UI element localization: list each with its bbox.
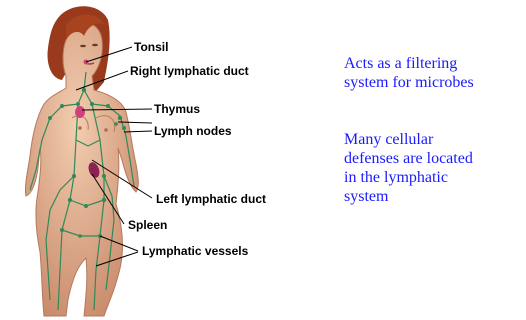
note-defenses: Many cellular defenses are located in th… [344, 130, 526, 206]
label-lymph-nodes: Lymph nodes [154, 124, 232, 138]
label-lymphatic-vessels: Lymphatic vessels [142, 244, 248, 258]
thymus [75, 106, 85, 118]
label-right-lymphatic-duct: Right lymphatic duct [130, 64, 249, 78]
eye-left [80, 45, 86, 47]
note-filtering: Acts as a filtering system for microbes [344, 54, 526, 92]
label-thymus: Thymus [154, 102, 200, 116]
note-defenses-line1: Many cellular [344, 130, 526, 149]
label-tonsil: Tonsil [134, 40, 168, 54]
note-defenses-line3: in the lymphatic [344, 168, 526, 187]
label-spleen: Spleen [128, 218, 167, 232]
body-figure [25, 23, 138, 316]
label-left-lymphatic-duct: Left lymphatic duct [156, 192, 266, 206]
note-defenses-line4: system [344, 187, 526, 206]
note-filtering-line1: Acts as a filtering [344, 54, 526, 73]
note-filtering-line2: system for microbes [344, 73, 526, 92]
note-defenses-line2: defenses are located [344, 149, 526, 168]
eye-right [92, 44, 98, 46]
